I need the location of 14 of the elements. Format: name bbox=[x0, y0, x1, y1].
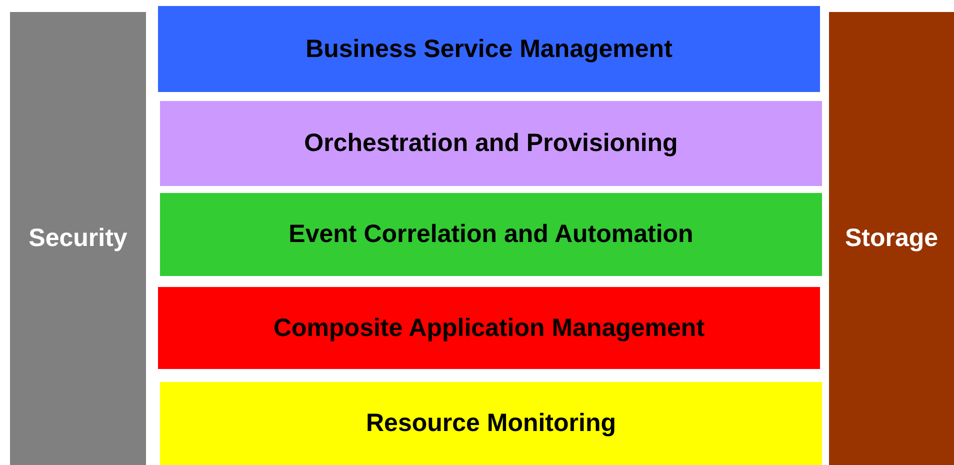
layer-label: Storage bbox=[844, 224, 938, 253]
layer-band bbox=[158, 6, 820, 92]
layer-band bbox=[160, 101, 822, 186]
layer-band bbox=[158, 287, 820, 369]
layer-band bbox=[160, 382, 822, 465]
layer-label: Business Service Management bbox=[306, 34, 672, 64]
layer-label: Event Correlation and Automation bbox=[288, 220, 694, 249]
layer-label: Resource Monitoring bbox=[366, 409, 616, 438]
layer-label: Security bbox=[28, 224, 128, 253]
layer-label: Composite Application Management bbox=[273, 314, 705, 342]
layer-band bbox=[160, 193, 822, 276]
layer-label: Orchestration and Provisioning bbox=[304, 129, 678, 158]
side-bar bbox=[829, 12, 954, 465]
side-bar bbox=[10, 12, 146, 465]
